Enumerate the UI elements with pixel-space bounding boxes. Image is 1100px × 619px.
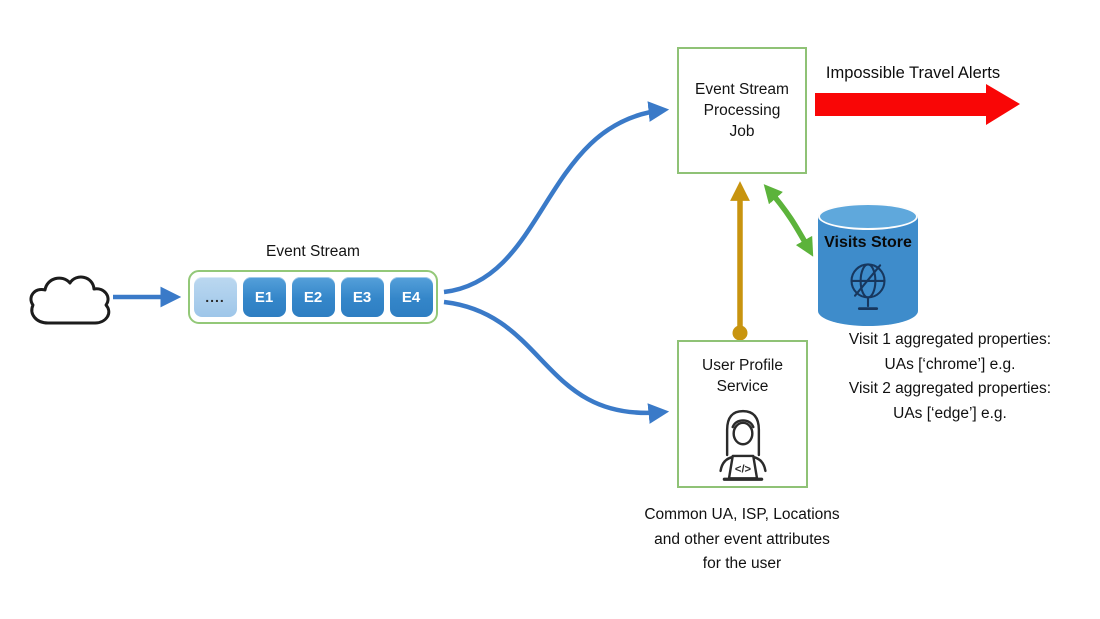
user-attributes-line2: and other event attributes xyxy=(654,530,830,548)
cloud-icon xyxy=(29,275,111,325)
stream-to-processing-arrow xyxy=(443,101,670,295)
processing-job-label-line2: Processing xyxy=(703,102,781,119)
visit-properties-line1: Visit 1 aggregated properties: xyxy=(848,331,1052,348)
visits-store-database: Visits Store xyxy=(818,203,918,326)
event-block-e4: E4 xyxy=(389,277,433,317)
processing-job-box: Event Stream Processing Job xyxy=(677,47,807,174)
visits-store-label: Visits Store xyxy=(824,234,912,251)
orange-arrow-origin-dot xyxy=(732,325,748,341)
event-block-ellipsis: .... xyxy=(193,277,237,317)
person-laptop-icon: </> xyxy=(718,409,767,481)
processing-visitsstore-arrow xyxy=(763,184,814,257)
stream-to-userprofile-arrow xyxy=(443,299,670,424)
alerts-arrow xyxy=(815,84,1020,125)
event-block-e2: E2 xyxy=(291,277,335,317)
alerts-label: Impossible Travel Alerts xyxy=(825,64,1001,82)
event-stream-label: Event Stream xyxy=(266,243,360,260)
event-block-e3: E3 xyxy=(340,277,384,317)
user-profile-label-line1: User Profile xyxy=(702,357,783,374)
visit-properties-line4: UAs [‘edge’] e.g. xyxy=(893,404,1007,422)
laptop-code-text: </> xyxy=(734,464,751,476)
cylinder-top xyxy=(818,203,918,230)
user-attributes-line3: for the user xyxy=(702,555,782,572)
processing-job-label-line1: Event Stream xyxy=(695,81,789,98)
event-block-e1: E1 xyxy=(242,277,286,317)
visit-properties-text: Visit 1 aggregated properties: UAs [‘chr… xyxy=(815,328,1085,426)
globe-icon xyxy=(850,263,886,311)
user-attributes-text: Common UA, ISP, Locations and other even… xyxy=(617,503,867,577)
user-profile-box: User Profile Service </> xyxy=(677,340,808,488)
visit-properties-line3: Visit 2 aggregated properties: xyxy=(848,380,1052,397)
processing-job-label-line3: Job xyxy=(729,123,755,140)
user-profile-label-line2: Service xyxy=(716,378,769,395)
event-stream-container: .... E1 E2 E3 E4 xyxy=(188,270,438,324)
user-attributes-line1: Common UA, ISP, Locations xyxy=(644,506,840,523)
visit-properties-line2: UAs [‘chrome’] e.g. xyxy=(884,355,1016,373)
